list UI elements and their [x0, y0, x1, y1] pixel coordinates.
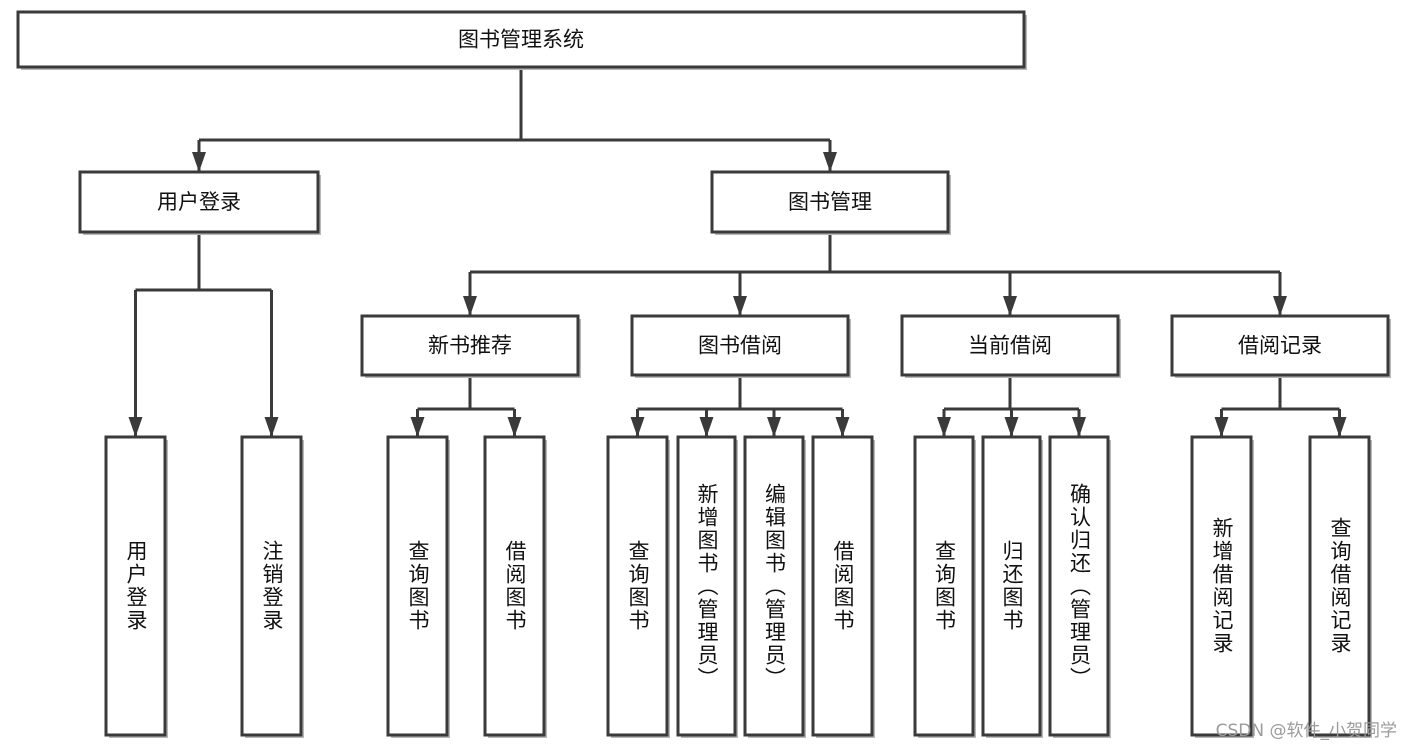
node-user-login-do[interactable] — [104, 435, 168, 738]
node-box-book-management[interactable] — [710, 170, 950, 234]
arrow-head-sec-3-0 — [1214, 417, 1229, 437]
arrow-head-sec-2-1 — [1004, 417, 1019, 437]
node-book-borrow[interactable]: 图书借阅 — [630, 314, 851, 378]
arrow-head-book-management-1 — [733, 296, 747, 316]
node-label-book-management: 图书管理 — [788, 190, 872, 214]
node-user-login[interactable]: 用户登录 — [78, 170, 321, 235]
node-box-query-book-1[interactable] — [386, 435, 449, 737]
node-box-query-book-3[interactable] — [913, 435, 975, 737]
arrow-head-book-management-3 — [1273, 296, 1287, 316]
node-box-edit-book[interactable] — [743, 435, 805, 737]
arrow-head-sec-3-1 — [1332, 417, 1347, 437]
node-query-book-1[interactable] — [386, 435, 450, 738]
arrow-head-sec-1-1 — [699, 417, 714, 437]
node-query-book-2[interactable] — [606, 435, 670, 738]
arrow-head-root-1 — [823, 152, 837, 172]
node-add-book[interactable] — [676, 435, 738, 738]
node-box-root[interactable] — [16, 10, 1026, 69]
node-box-user-logout[interactable] — [240, 435, 303, 737]
edge-group-sec-0 — [410, 375, 522, 437]
node-label-user-login: 用户登录 — [157, 190, 241, 214]
node-box-borrow-book-2[interactable] — [811, 435, 874, 737]
node-box-query-borrow-record[interactable] — [1308, 435, 1371, 737]
arrow-head-sec-0-0 — [410, 417, 425, 437]
node-box-book-borrow[interactable] — [630, 314, 850, 377]
node-label-borrow-record: 借阅记录 — [1238, 334, 1322, 358]
node-current-borrow[interactable]: 当前借阅 — [900, 314, 1121, 378]
node-root[interactable]: 图书管理系统 — [16, 10, 1027, 70]
arrow-head-user-login-0 — [128, 417, 143, 437]
node-box-confirm-return[interactable] — [1048, 435, 1110, 737]
node-query-book-3[interactable] — [913, 435, 976, 738]
node-new-book-recommend[interactable]: 新书推荐 — [360, 314, 581, 378]
node-user-logout[interactable] — [240, 435, 304, 738]
node-confirm-return[interactable] — [1048, 435, 1111, 738]
node-add-borrow-record[interactable] — [1190, 435, 1254, 738]
node-box-return-book[interactable] — [981, 435, 1042, 737]
node-label-book-borrow: 图书借阅 — [698, 334, 782, 358]
edge-group-sec-1 — [630, 375, 850, 437]
node-box-user-login-do[interactable] — [104, 435, 167, 737]
node-box-borrow-record[interactable] — [1170, 314, 1390, 377]
node-box-user-login[interactable] — [78, 170, 320, 234]
node-label-current-borrow: 当前借阅 — [968, 334, 1052, 358]
arrow-head-root-0 — [192, 152, 206, 172]
node-box-current-borrow[interactable] — [900, 314, 1120, 377]
arrow-head-sec-1-3 — [835, 417, 850, 437]
node-query-borrow-record[interactable] — [1308, 435, 1372, 738]
arrow-head-user-login-1 — [264, 417, 279, 437]
arrow-head-sec-1-2 — [767, 417, 781, 437]
node-return-book[interactable] — [981, 435, 1043, 738]
node-box-borrow-book-1[interactable] — [483, 435, 546, 737]
arrow-head-sec-0-1 — [507, 417, 522, 437]
node-box-add-borrow-record[interactable] — [1190, 435, 1253, 737]
arrow-head-sec-2-0 — [937, 417, 951, 437]
node-box-query-book-2[interactable] — [606, 435, 669, 737]
edge-group-sec-3 — [1214, 375, 1347, 437]
edge-group-book-management — [463, 232, 1287, 316]
node-label-new-book-recommend: 新书推荐 — [428, 334, 512, 358]
node-label-root: 图书管理系统 — [458, 28, 584, 52]
node-box-new-book-recommend[interactable] — [360, 314, 580, 377]
node-book-management[interactable]: 图书管理 — [710, 170, 951, 235]
node-edit-book[interactable] — [743, 435, 806, 738]
node-box-add-book[interactable] — [676, 435, 737, 737]
edge-group-sec-2 — [937, 375, 1086, 437]
arrow-head-book-management-0 — [463, 296, 477, 316]
arrow-head-sec-2-2 — [1072, 417, 1086, 437]
edge-group-root — [192, 67, 837, 172]
node-borrow-book-1[interactable] — [483, 435, 547, 738]
node-borrow-book-2[interactable] — [811, 435, 875, 738]
arrow-head-book-management-2 — [1003, 296, 1017, 316]
edge-group-user-login — [128, 232, 279, 437]
arrow-head-sec-1-0 — [630, 417, 645, 437]
node-borrow-record[interactable]: 借阅记录 — [1170, 314, 1391, 378]
